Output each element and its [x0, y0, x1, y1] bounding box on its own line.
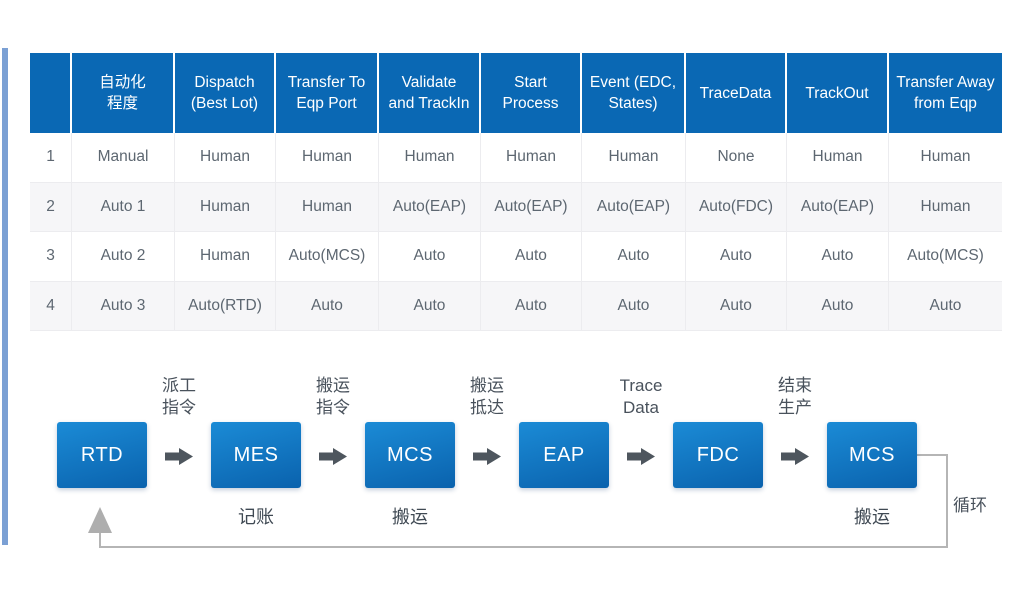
edge-label-end-production: 结束 生产: [778, 376, 812, 417]
table-cell: 4: [30, 281, 72, 331]
table-cell: Auto: [787, 232, 889, 282]
table-cell: Auto 3: [72, 281, 175, 331]
right-arrow-icon: [627, 448, 655, 465]
table-cell: Auto: [686, 281, 787, 331]
flow-node-mcs1: MCS: [365, 422, 455, 488]
table-cell: Auto: [481, 232, 582, 282]
flow-node-mcs2: MCS: [827, 422, 917, 488]
table-cell: Auto(MCS): [276, 232, 379, 282]
node-sublabel-mcs1: 搬运: [392, 507, 428, 527]
table-cell: Auto(MCS): [889, 232, 1002, 282]
header-cell-validate-trackin: Validate and TrackIn: [379, 53, 481, 133]
table-cell: Auto(RTD): [175, 281, 276, 331]
flow-node-rtd: RTD: [57, 422, 147, 488]
header-cell-index: [30, 53, 72, 133]
flow-node-mes: MES: [211, 422, 301, 488]
edge-label-trace-data: Trace Data: [619, 376, 663, 417]
table-cell: None: [686, 133, 787, 183]
table-cell: Auto: [481, 281, 582, 331]
table-cell: Auto(EAP): [582, 182, 686, 232]
table-cell: Auto(FDC): [686, 182, 787, 232]
table-cell: Auto: [582, 232, 686, 282]
right-arrow-icon: [165, 448, 193, 465]
edge-label-dispatch-order: 派工 指令: [162, 376, 196, 417]
header-cell-trackout: TrackOut: [787, 53, 889, 133]
loop-label: 循环: [953, 496, 987, 515]
left-accent-bar: [2, 48, 8, 545]
table-cell: Auto 1: [72, 182, 175, 232]
table-cell: Human: [175, 133, 276, 183]
right-arrow-icon: [473, 448, 501, 465]
table-cell: Auto: [787, 281, 889, 331]
table-cell: Human: [276, 182, 379, 232]
header-cell-dispatch: Dispatch (Best Lot): [175, 53, 276, 133]
table-cell: 1: [30, 133, 72, 183]
table-cell: Auto(EAP): [379, 182, 481, 232]
header-cell-tracedata: TraceData: [686, 53, 787, 133]
header-cell-event: Event (EDC, States): [582, 53, 686, 133]
table-cell: Manual: [72, 133, 175, 183]
table-cell: Auto: [582, 281, 686, 331]
node-sublabel-mes: 记账: [238, 507, 274, 527]
table-cell: Human: [787, 133, 889, 183]
header-cell-start-process: Start Process: [481, 53, 582, 133]
table-cell: Auto: [686, 232, 787, 282]
table-cell: Auto: [889, 281, 1002, 331]
automation-table: 自动化 程度 Dispatch (Best Lot) Transfer To E…: [30, 53, 1002, 331]
table-cell: Auto: [379, 232, 481, 282]
flow-node-eap: EAP: [519, 422, 609, 488]
edge-label-transport-order: 搬运 指令: [316, 376, 350, 417]
table-cell: 2: [30, 182, 72, 232]
node-sublabel-mcs2: 搬运: [854, 507, 890, 527]
right-arrow-icon: [319, 448, 347, 465]
table-cell: Human: [175, 232, 276, 282]
table-cell: Human: [889, 182, 1002, 232]
table-cell: Auto: [379, 281, 481, 331]
table-cell: Auto: [276, 281, 379, 331]
table-cell: Human: [889, 133, 1002, 183]
edge-label-transport-arrive: 搬运 抵达: [470, 376, 504, 417]
table-cell: 3: [30, 232, 72, 282]
flow-node-fdc: FDC: [673, 422, 763, 488]
table-cell: Human: [379, 133, 481, 183]
table-cell: Auto(EAP): [481, 182, 582, 232]
header-cell-automation-level: 自动化 程度: [72, 53, 175, 133]
header-cell-transfer-to: Transfer To Eqp Port: [276, 53, 379, 133]
table-cell: Auto(EAP): [787, 182, 889, 232]
table-cell: Human: [276, 133, 379, 183]
table-cell: Human: [582, 133, 686, 183]
table-cell: Human: [175, 182, 276, 232]
header-cell-transfer-away: Transfer Away from Eqp: [889, 53, 1002, 133]
table-cell: Auto 2: [72, 232, 175, 282]
right-arrow-icon: [781, 448, 809, 465]
table-cell: Human: [481, 133, 582, 183]
